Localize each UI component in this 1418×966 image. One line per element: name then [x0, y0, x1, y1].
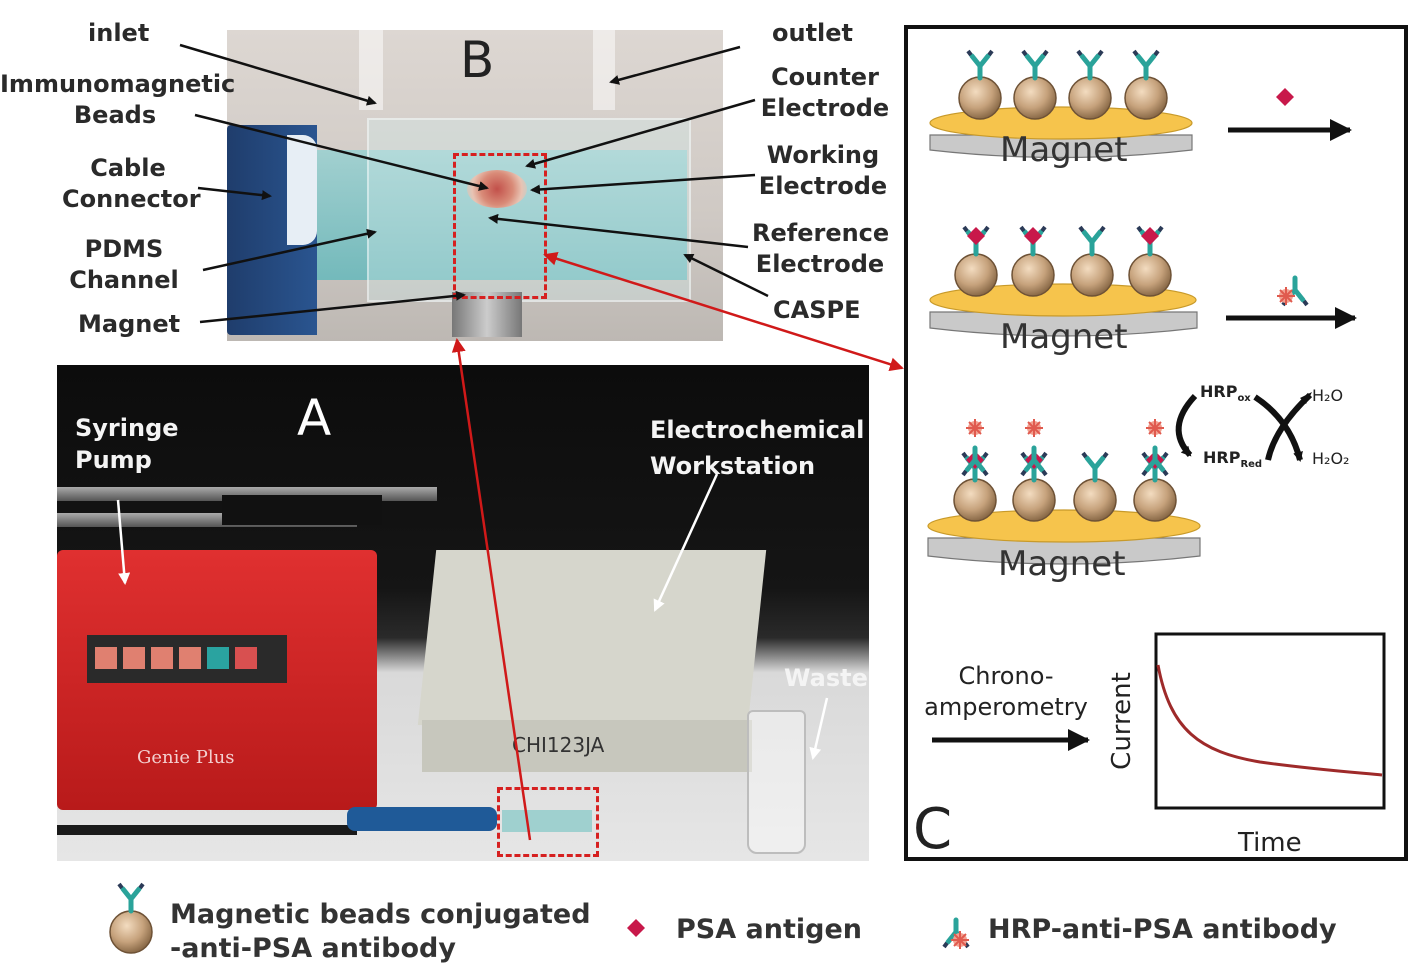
chip-highlight-box: [497, 787, 599, 857]
electrode-highlight-box: [453, 153, 547, 299]
panel-a-photo: Genie Plus CHI123JA: [57, 365, 869, 861]
outlet-label: outlet: [772, 19, 854, 47]
magnet-platform-2: [929, 227, 1198, 337]
plot-ylabel: Current: [1107, 672, 1137, 770]
plot-xlabel: Time: [1238, 828, 1302, 858]
legend-antibody-text: HRP-anti-PSA antibody: [988, 914, 1337, 945]
panel-c-letter: C: [913, 797, 953, 862]
chronoamperometry-label: Chrono- amperometry: [924, 662, 1088, 721]
panel-c-frame: [904, 25, 1408, 861]
panel-b-letter: B: [460, 31, 495, 89]
hrp-red-label: HRPRed: [1203, 448, 1263, 471]
hrp-ox-label: HRPox: [1200, 382, 1251, 405]
legend-antigen-text: PSA antigen: [676, 914, 862, 945]
legend-bead-icon: [109, 884, 153, 954]
magnet-label-1: Magnet: [1000, 130, 1128, 170]
legend-antibody-icon: [944, 920, 969, 950]
panel-a-letter: A: [297, 389, 332, 447]
electrode-spot: [467, 170, 527, 208]
current-time-plot: [1154, 632, 1386, 810]
panel-b-photo: [227, 30, 723, 341]
waste-vial: [747, 710, 806, 854]
legend-beads-text: Magnetic beads conjugated -anti-PSA anti…: [170, 899, 591, 964]
magnet-platform-3: [927, 418, 1201, 565]
inlet-label: inlet: [88, 19, 150, 47]
magnet-label-2: Magnet: [1000, 317, 1128, 357]
workstation-id-text: CHI123JA: [512, 733, 605, 757]
magnet-label-3: Magnet: [998, 544, 1126, 584]
waste-label: Waste: [784, 664, 868, 692]
magnet-platform-1: [929, 51, 1193, 159]
current-decay-curve: [1156, 664, 1383, 777]
h2o2-label: H₂O₂: [1312, 449, 1350, 468]
h2o-label: H₂O: [1312, 386, 1344, 405]
legend-antigen-icon: [627, 919, 645, 937]
pump-brand-text: Genie Plus: [137, 747, 235, 768]
magnet-label: Magnet: [78, 310, 181, 338]
